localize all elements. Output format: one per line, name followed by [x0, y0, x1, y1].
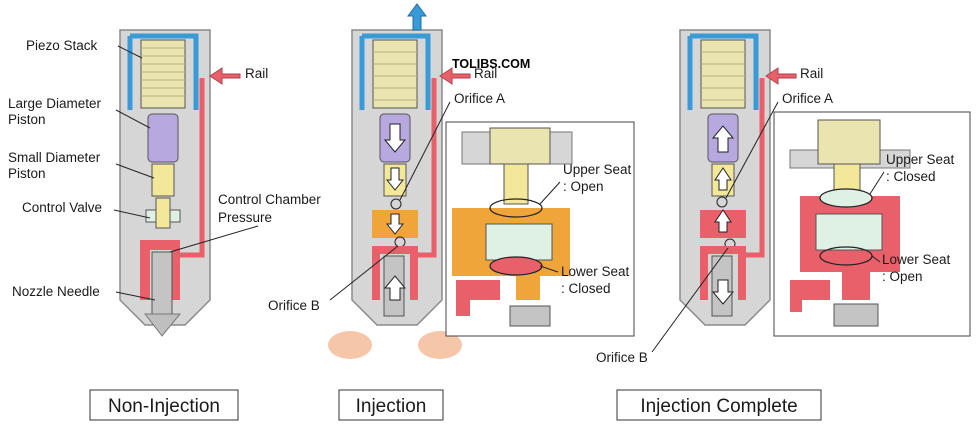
up-arrow-icon — [714, 209, 732, 233]
rail-arrow — [209, 67, 241, 85]
label-rail: Rail — [245, 66, 268, 81]
up-arrow-icon — [711, 125, 735, 153]
label-lower-seat-2: : Open — [882, 269, 923, 284]
caption-injection-complete: Injection Complete — [640, 396, 797, 417]
rail-arrow — [439, 67, 471, 85]
caption-box-non-injection — [89, 389, 239, 421]
panel-non-injection: Piezo Stack Rail Large Diameter Piston S… — [8, 29, 321, 421]
panel-injection: TOLIBS.COM Orifice A Orifice B Upper Sea… — [268, 3, 635, 421]
label-orifice-b: Orifice B — [268, 298, 320, 313]
label-control-valve: Control Valve — [22, 200, 102, 215]
up-arrow-icon — [383, 275, 407, 301]
rail-arrow — [765, 67, 797, 85]
label-rail: Rail — [474, 66, 497, 81]
caption-box-injection — [338, 389, 444, 421]
detail-valve — [485, 223, 553, 261]
label-upper-seat-2: : Closed — [886, 169, 936, 184]
control-chamber — [372, 246, 418, 300]
detail-valve — [815, 213, 883, 251]
label-control-chamber-1: Control Chamber — [218, 192, 321, 207]
piezo-stack — [372, 39, 418, 109]
caption-injection: Injection — [356, 396, 427, 417]
return-passage — [127, 33, 199, 110]
nozzle-needle — [151, 251, 173, 315]
label-large-piston-1: Large Diameter — [8, 96, 102, 111]
down-arrow-icon — [383, 123, 407, 153]
fuel-spray-right — [418, 331, 462, 359]
up-arrow-icon — [714, 167, 732, 191]
label-small-piston-2: Piston — [8, 166, 46, 181]
high-pressure-line — [412, 78, 437, 258]
label-control-chamber-2: Pressure — [218, 210, 272, 225]
detail-needle-top — [509, 305, 551, 327]
panel-injection-complete: Orifice A Orifice B Upper Seat : Closed … — [596, 29, 971, 421]
high-pressure-line — [180, 78, 205, 258]
fuel-spray-left — [328, 331, 372, 359]
label-lower-seat-1: Lower Seat — [561, 264, 630, 279]
detail-needle-top — [833, 303, 879, 327]
label-large-piston-2: Piston — [8, 112, 46, 127]
return-passage — [687, 33, 759, 110]
label-piezo-stack: Piezo Stack — [26, 38, 98, 53]
label-lower-seat-1: Lower Seat — [882, 252, 951, 267]
down-arrow-icon — [385, 167, 405, 191]
label-lower-seat-2: : Closed — [561, 281, 611, 296]
down-arrow-icon — [711, 279, 735, 305]
down-arrow-icon — [385, 213, 405, 235]
label-upper-seat-1: Upper Seat — [886, 152, 955, 167]
watermark: TOLIBS.COM — [452, 57, 530, 71]
leak-arrow-up — [407, 3, 427, 31]
detail-piezo-cap — [817, 119, 881, 165]
label-small-piston-1: Small Diameter — [8, 150, 101, 165]
control-chamber — [140, 240, 180, 300]
caption-box-injection-complete — [616, 389, 822, 421]
high-pressure-line — [740, 78, 765, 258]
label-upper-seat-2: : Open — [563, 179, 604, 194]
label-upper-seat-1: Upper Seat — [563, 162, 632, 177]
caption-non-injection: Non-Injection — [108, 396, 220, 417]
detail-piezo-cap — [489, 127, 551, 165]
label-orifice-a: Orifice A — [454, 91, 505, 106]
large-diameter-piston — [147, 113, 179, 163]
label-rail: Rail — [800, 66, 823, 81]
label-nozzle-needle: Nozzle Needle — [12, 284, 100, 299]
label-orifice-b: Orifice B — [596, 350, 648, 365]
small-diameter-piston — [151, 163, 175, 197]
label-orifice-a: Orifice A — [782, 91, 833, 106]
return-passage — [359, 33, 431, 110]
piezo-stack — [140, 39, 186, 109]
piezo-stack — [700, 39, 746, 109]
